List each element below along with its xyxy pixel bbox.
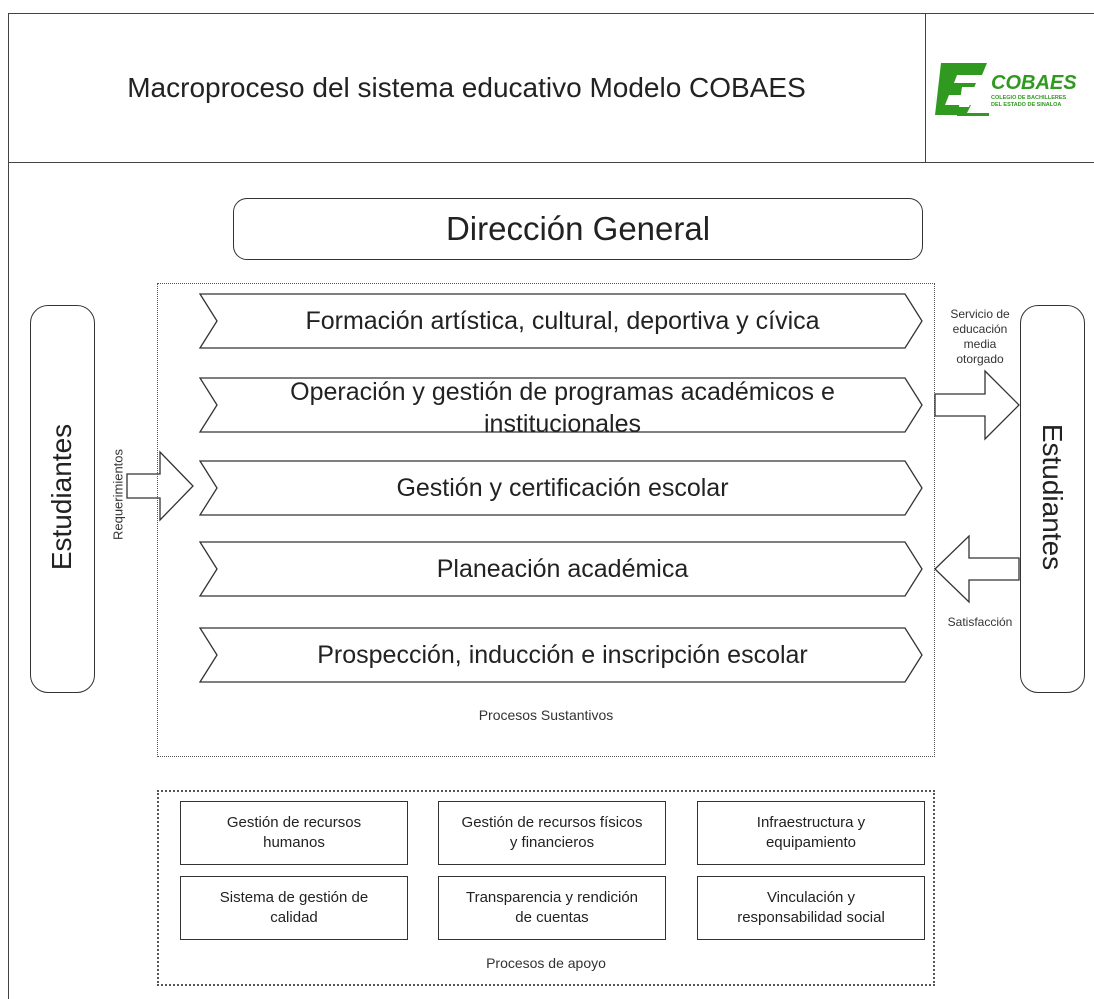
support-box-6-line-1: Vinculación y (766, 889, 856, 906)
diagram-frame (8, 13, 1094, 999)
process-label-4: Planeación académica (436, 555, 689, 583)
cobaes-logo: COBAES COLEGIO DE BACHILLERES DEL ESTADO… (935, 55, 1093, 125)
header-logo-divider (925, 13, 926, 162)
support-box-4-line-1: Sistema de gestión de (219, 889, 369, 906)
support-processes-container (157, 790, 935, 986)
support-box-6-line-2: responsabilidad social (737, 909, 885, 926)
process-label-1: Formación artística, cultural, deportiva… (305, 307, 820, 335)
process-label-3: Gestión y certificación escolar (396, 474, 729, 502)
students-right-box (1020, 305, 1085, 693)
logo-brand: COBAES (991, 72, 1077, 94)
process-chevron-2 (198, 377, 923, 433)
feedback-label: Satisfacción (947, 615, 1013, 629)
support-box-2: Gestión de recursos físicos y financiero… (438, 801, 666, 865)
process-chevron-1 (198, 293, 923, 349)
direccion-general-label: Dirección General (445, 210, 711, 247)
process-label-5: Prospección, inducción e inscripción esc… (317, 641, 808, 669)
support-box-1: Gestión de recursos humanos (180, 801, 408, 865)
diagram-title: Macroproceso del sistema educativo Model… (127, 71, 806, 103)
support-group-label: Procesos de apoyo (486, 955, 606, 971)
process-label-2-line-2: institucionales (483, 410, 642, 438)
output-label: Servicio de educación media otorgado (940, 307, 1020, 367)
process-chevron-5 (198, 627, 923, 683)
output-label-line-3: media (963, 337, 997, 351)
logo-subtitle-2: DEL ESTADO DE SINALOA (991, 102, 1061, 108)
process-label-2: Operación y gestión de programas académi… (215, 378, 910, 438)
support-box-3: Infraestructura y equipamiento (697, 801, 925, 865)
support-box-6: Vinculación y responsabilidad social (697, 876, 925, 940)
input-arrow (126, 450, 194, 522)
students-left-box (30, 305, 95, 693)
output-label-line-4: otorgado (956, 352, 1004, 366)
support-box-2-line-1: Gestión de recursos físicos (461, 814, 643, 831)
substantive-group-label: Procesos Sustantivos (478, 707, 614, 723)
process-chevron-3 (198, 460, 923, 516)
support-box-2-line-2: y financieros (509, 834, 595, 851)
support-box-5-line-1: Transparencia y rendición (465, 889, 639, 906)
process-label-2-line-1: Operación y gestión de programas académi… (290, 378, 835, 406)
support-box-5-line-2: de cuentas (515, 909, 589, 926)
support-box-1-line-1: Gestión de recursos (226, 814, 362, 831)
support-box-1-line-2: humanos (263, 834, 325, 851)
feedback-arrow (934, 534, 1020, 604)
support-box-4: Sistema de gestión de calidad (180, 876, 408, 940)
support-box-4-line-2: calidad (270, 909, 318, 926)
output-arrow (934, 369, 1020, 441)
direccion-general-box: Dirección General (233, 198, 923, 260)
support-box-5: Transparencia y rendición de cuentas (438, 876, 666, 940)
logo-subtitle-1: COLEGIO DE BACHILLERES (991, 95, 1067, 101)
output-label-line-1: Servicio de (950, 307, 1010, 321)
output-label-line-2: educación (952, 322, 1008, 336)
process-chevron-4 (198, 541, 923, 597)
support-box-3-line-1: Infraestructura y (756, 814, 866, 831)
header-divider (8, 162, 1094, 163)
substantive-processes-container (157, 283, 935, 757)
support-box-3-line-2: equipamiento (765, 834, 857, 851)
